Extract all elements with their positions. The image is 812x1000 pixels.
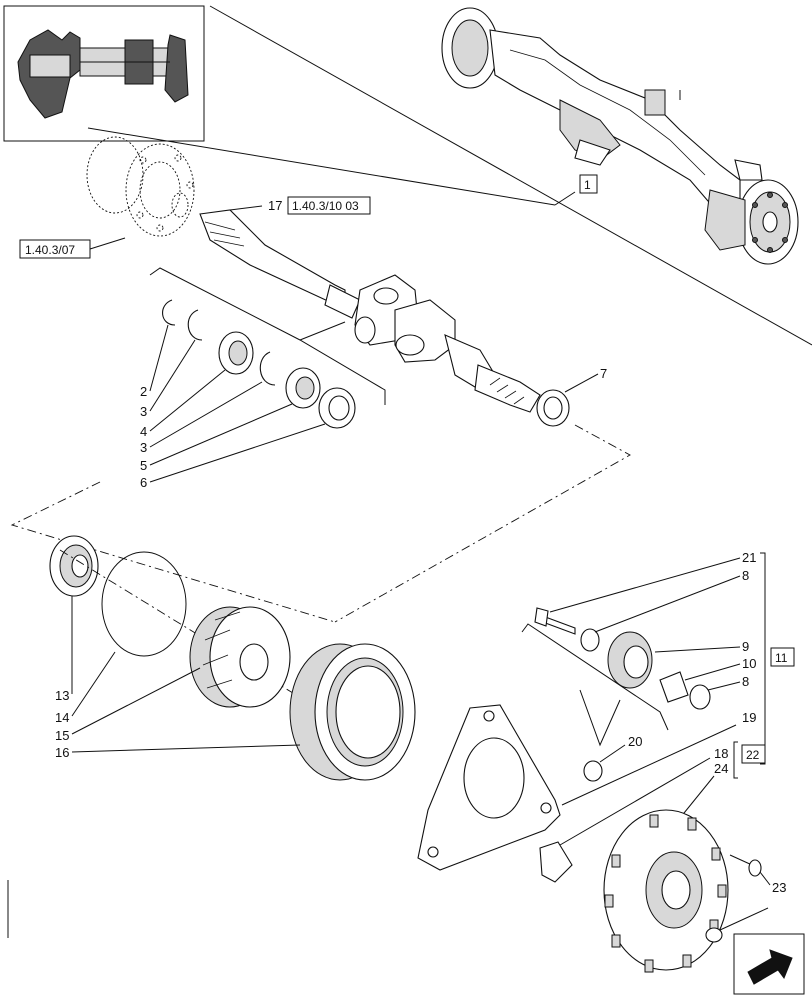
callout-16[interactable]: 23 — [772, 880, 786, 895]
group-ref-11-box[interactable] — [770, 647, 795, 667]
callout-7[interactable]: 7 — [600, 366, 607, 381]
group-ref-22[interactable]: 22 — [746, 748, 760, 762]
callout-9[interactable]: 9 — [742, 639, 749, 654]
brake-disc-24 — [603, 809, 729, 973]
washer-7 — [536, 389, 570, 427]
bolt-16 — [729, 854, 762, 877]
callout-21[interactable]: 21 — [742, 550, 756, 565]
callout-13[interactable]: 14 — [55, 710, 69, 725]
o-ring-13 — [101, 551, 187, 657]
ring-gear-15 — [289, 643, 416, 781]
callout-4[interactable]: 4 — [140, 424, 147, 439]
axle-shaft — [199, 209, 541, 413]
callout-12[interactable]: 13 — [55, 688, 69, 703]
callout-10[interactable]: 10 — [742, 656, 756, 671]
planet-pin-group — [534, 607, 711, 710]
callout-8b[interactable]: 8 — [742, 674, 749, 689]
gear-14 — [189, 606, 291, 708]
axle-assembly-illustration — [441, 7, 799, 265]
callout-19[interactable]: 19 — [742, 710, 756, 725]
callout-5[interactable]: 5 — [140, 458, 147, 473]
group-ref-1-box[interactable] — [579, 174, 598, 194]
axle-thumbnail — [3, 5, 205, 142]
callout-18[interactable]: 18 — [714, 746, 728, 761]
ref-differential[interactable]: 1.40.3/07 — [25, 243, 75, 257]
carrier-plate-19 — [417, 704, 561, 871]
callout-8a[interactable]: 8 — [742, 568, 749, 583]
callout-15[interactable]: 16 — [55, 745, 69, 760]
callout-24[interactable]: 24 — [714, 761, 728, 776]
callout-14[interactable]: 15 — [55, 728, 69, 743]
bearing-group — [162, 299, 356, 429]
next-page-arrow-icon[interactable] — [733, 933, 805, 995]
callout-20[interactable]: 20 — [628, 734, 642, 749]
ref-shaft[interactable]: 1.40.3/10 03 — [292, 199, 359, 213]
group-ref-1[interactable]: 1 — [584, 178, 591, 192]
ref-shaft-box[interactable] — [287, 196, 371, 215]
callout-3a[interactable]: 3 — [140, 404, 147, 419]
ring-23 — [705, 927, 723, 943]
washer-20 — [583, 760, 603, 782]
pin-18 — [539, 841, 573, 883]
callout-3b[interactable]: 3 — [140, 440, 147, 455]
callout-6[interactable]: 6 — [140, 475, 147, 490]
callout-2[interactable]: 2 — [140, 384, 147, 399]
planet-gear-12 — [49, 535, 99, 597]
group-ref-11[interactable]: 11 — [775, 651, 788, 665]
differential-phantom — [86, 136, 195, 237]
callout-17[interactable]: 17 — [268, 198, 282, 213]
